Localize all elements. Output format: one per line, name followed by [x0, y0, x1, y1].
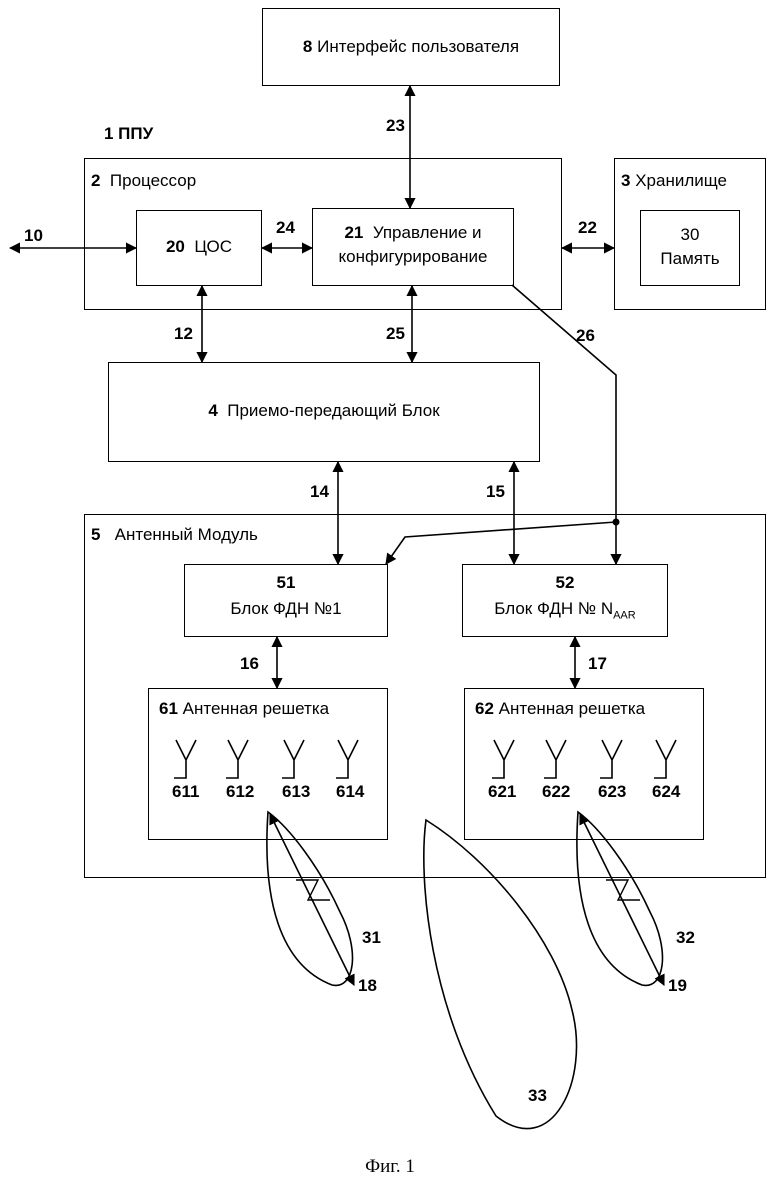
- label-10: 10: [24, 226, 43, 246]
- element-621: 621: [488, 782, 516, 802]
- dsp-box: 20 ЦОС: [136, 210, 262, 286]
- device-label: 1 ППУ: [104, 124, 153, 144]
- label-16: 16: [240, 654, 259, 674]
- label-24: 24: [276, 218, 295, 238]
- control-label-line1: 21 Управление и: [313, 223, 513, 243]
- label-32: 32: [676, 928, 695, 948]
- array1-box: 61 Антенная решетка: [148, 688, 388, 840]
- bfn2-box: 52 Блок ФДН № NAAR: [462, 564, 668, 637]
- element-614: 614: [336, 782, 364, 802]
- element-622: 622: [542, 782, 570, 802]
- array2-box: 62 Антенная решетка: [464, 688, 704, 840]
- memory-num: 30: [641, 225, 739, 245]
- label-31: 31: [362, 928, 381, 948]
- transceiver-box: 4 Приемо-передающий Блок: [108, 362, 540, 462]
- label-12: 12: [174, 324, 193, 344]
- element-624: 624: [652, 782, 680, 802]
- label-33: 33: [528, 1086, 547, 1106]
- element-623: 623: [598, 782, 626, 802]
- array2-label: 62 Антенная решетка: [475, 699, 645, 719]
- antenna-module-label: 5 Антенный Модуль: [91, 525, 258, 545]
- label-25: 25: [386, 324, 405, 344]
- figure-caption: Фиг. 1: [0, 1156, 780, 1178]
- storage-label: 3 Хранилище: [621, 171, 727, 191]
- control-box: 21 Управление и конфигурирование: [312, 208, 514, 286]
- bfn1-num: 51: [185, 573, 387, 593]
- transceiver-label: 4 Приемо-передающий Блок: [109, 401, 539, 421]
- label-14: 14: [310, 482, 329, 502]
- label-26: 26: [576, 326, 595, 346]
- memory-label: Память: [641, 249, 739, 269]
- label-17: 17: [588, 654, 607, 674]
- memory-box: 30 Память: [640, 210, 740, 286]
- bfn2-label: Блок ФДН № NAAR: [463, 599, 667, 625]
- label-18: 18: [358, 976, 377, 996]
- bfn1-box: 51 Блок ФДН №1: [184, 564, 388, 637]
- label-15: 15: [486, 482, 505, 502]
- bfn1-label: Блок ФДН №1: [185, 599, 387, 619]
- array1-label: 61 Антенная решетка: [159, 699, 329, 719]
- user-interface-label: 8 Интерфейс пользователя: [263, 37, 559, 57]
- label-19: 19: [668, 976, 687, 996]
- control-label-line2: конфигурирование: [313, 247, 513, 267]
- user-interface-box: 8 Интерфейс пользователя: [262, 8, 560, 86]
- element-613: 613: [282, 782, 310, 802]
- label-23: 23: [386, 116, 405, 136]
- processor-label: 2 Процессор: [91, 171, 196, 191]
- dsp-label: 20 ЦОС: [137, 237, 261, 257]
- element-611: 611: [172, 782, 199, 802]
- label-22: 22: [578, 218, 597, 238]
- element-612: 612: [226, 782, 254, 802]
- bfn2-num: 52: [463, 573, 667, 593]
